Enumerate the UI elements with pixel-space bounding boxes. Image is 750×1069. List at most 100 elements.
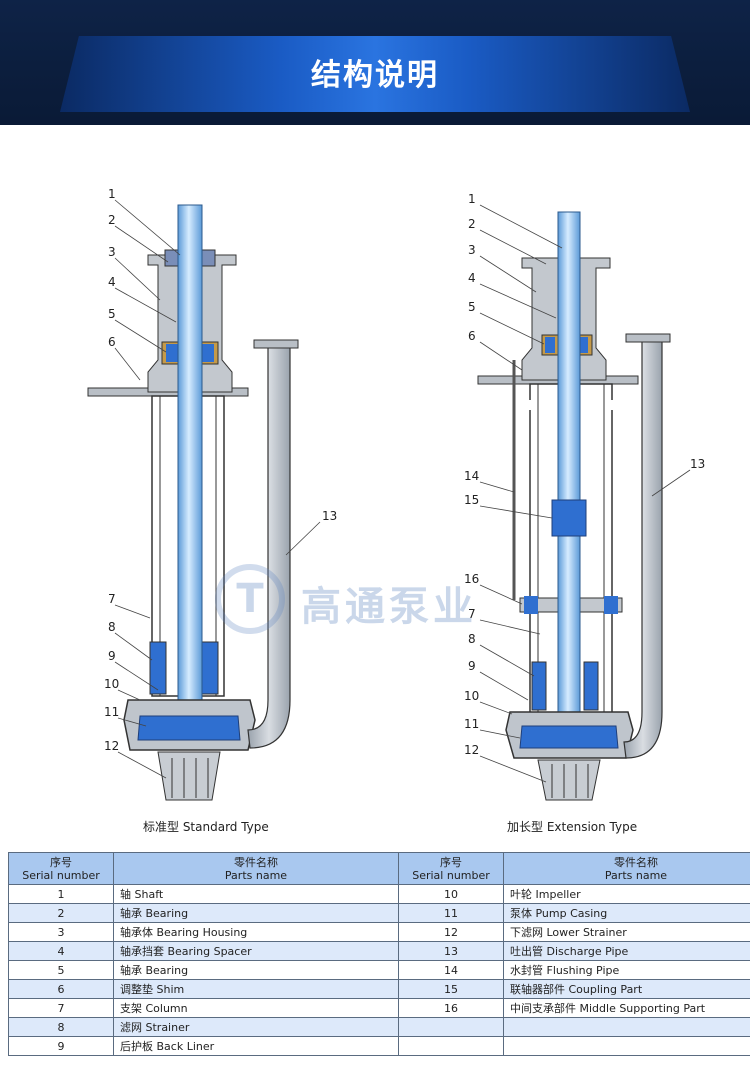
part-name-cell <box>503 1017 750 1037</box>
name-header-en: Parts name <box>224 868 288 882</box>
extension-bearing-blue <box>545 337 555 353</box>
part-name-cell: 水封管 Flushing Pipe <box>503 960 750 980</box>
serial-cell: 1 <box>8 884 114 904</box>
serial-cell: 6 <box>8 979 114 999</box>
serial-cell: 5 <box>8 960 114 980</box>
std-label: 5 <box>108 307 116 321</box>
watermark-logo-icon: T <box>215 564 285 634</box>
ext-label: 10 <box>464 689 479 703</box>
standard-strainer-right <box>201 641 219 695</box>
ext-label: 1 <box>468 192 476 206</box>
extension-leader-lines <box>479 204 691 783</box>
serial-cell: 11 <box>398 903 504 923</box>
serial-cell: 8 <box>8 1017 114 1037</box>
standard-bearing-blue <box>166 344 178 362</box>
part-name-cell: 轴 Shaft <box>113 884 399 904</box>
extension-strainer-left <box>531 661 547 711</box>
extension-discharge-flange <box>625 333 671 343</box>
extension-strainer-right <box>583 661 599 711</box>
standard-lower-strainer <box>157 751 221 801</box>
part-name-cell: 中间支承部件 Middle Supporting Part <box>503 998 750 1018</box>
extension-type-caption: 加长型 Extension Type <box>507 820 638 834</box>
extension-coupling <box>551 499 587 537</box>
serial-cell: 10 <box>398 884 504 904</box>
std-label: 7 <box>108 592 116 606</box>
standard-bearing-blue-2 <box>202 344 214 362</box>
std-label: 4 <box>108 275 116 289</box>
watermark-text: 高通泵业 <box>301 584 477 630</box>
extension-part-labels: 1 2 3 4 5 6 14 15 16 7 8 9 10 11 12 13 <box>464 192 705 757</box>
extension-lower-strainer <box>537 759 601 801</box>
ext-label: 7 <box>468 607 476 621</box>
ext-label: 12 <box>464 743 479 757</box>
part-name-cell: 滤网 Strainer <box>113 1017 399 1037</box>
name-header-cn-2: 零件名称 <box>614 855 658 869</box>
std-label: 9 <box>108 649 116 663</box>
name-header-cn: 零件名称 <box>234 855 278 869</box>
serial-cell: 16 <box>398 998 504 1018</box>
ext-label: 2 <box>468 217 476 231</box>
serial-header-cn: 序号 <box>50 855 72 869</box>
serial-header-cn-2: 序号 <box>440 855 462 869</box>
part-name-cell: 后护板 Back Liner <box>113 1036 399 1056</box>
ext-label: 13 <box>690 457 705 471</box>
ext-label: 15 <box>464 493 479 507</box>
watermark-logo-letter: T <box>236 576 264 622</box>
standard-shaft <box>177 204 203 706</box>
part-name-cell: 联轴器部件 Coupling Part <box>503 979 750 999</box>
serial-cell: 3 <box>8 922 114 942</box>
extension-bearing-blue-2 <box>578 337 588 353</box>
ext-label: 11 <box>464 717 479 731</box>
banner-plate <box>60 36 690 112</box>
part-name-cell: 吐出管 Discharge Pipe <box>503 941 750 961</box>
ext-label: 6 <box>468 329 476 343</box>
ext-label: 9 <box>468 659 476 673</box>
serial-cell: 15 <box>398 979 504 999</box>
extension-type-drawing <box>477 211 671 801</box>
ext-label: 16 <box>464 572 479 586</box>
serial-cell <box>398 1017 504 1037</box>
extension-middle-bearing-2 <box>604 596 618 614</box>
part-name-cell: 下滤网 Lower Strainer <box>503 922 750 942</box>
page-title: 结构说明 <box>311 58 439 93</box>
std-label: 12 <box>104 739 119 753</box>
standard-discharge-pipe <box>247 344 291 749</box>
ext-label: 14 <box>464 469 479 483</box>
std-label: 13 <box>322 509 337 523</box>
part-name-cell: 轴承 Bearing <box>113 960 399 980</box>
name-header-en-2: Parts name <box>604 868 668 882</box>
header-banner: 结构说明 <box>0 0 750 125</box>
std-label: 11 <box>104 705 119 719</box>
part-name-cell <box>503 1036 750 1056</box>
std-label: 8 <box>108 620 116 634</box>
standard-strainer-left <box>149 641 167 695</box>
standard-part-labels: 1 2 3 4 5 6 7 8 9 10 11 12 13 <box>104 187 337 753</box>
serial-cell: 4 <box>8 941 114 961</box>
serial-cell: 9 <box>8 1036 114 1056</box>
part-name-cell: 叶轮 Impeller <box>503 884 750 904</box>
ext-label: 5 <box>468 300 476 314</box>
std-label: 1 <box>108 187 116 201</box>
std-label: 3 <box>108 245 116 259</box>
serial-cell <box>398 1036 504 1056</box>
extension-middle-bearing <box>524 596 538 614</box>
serial-cell: 7 <box>8 998 114 1018</box>
standard-discharge-flange <box>253 339 299 349</box>
company-watermark: T 高通泵业 <box>215 560 545 640</box>
ext-label: 3 <box>468 243 476 257</box>
pump-structure-diagram: 1 2 3 4 5 6 7 8 9 10 11 12 13 1 2 3 4 5 … <box>87 187 705 801</box>
serial-cell: 12 <box>398 922 504 942</box>
